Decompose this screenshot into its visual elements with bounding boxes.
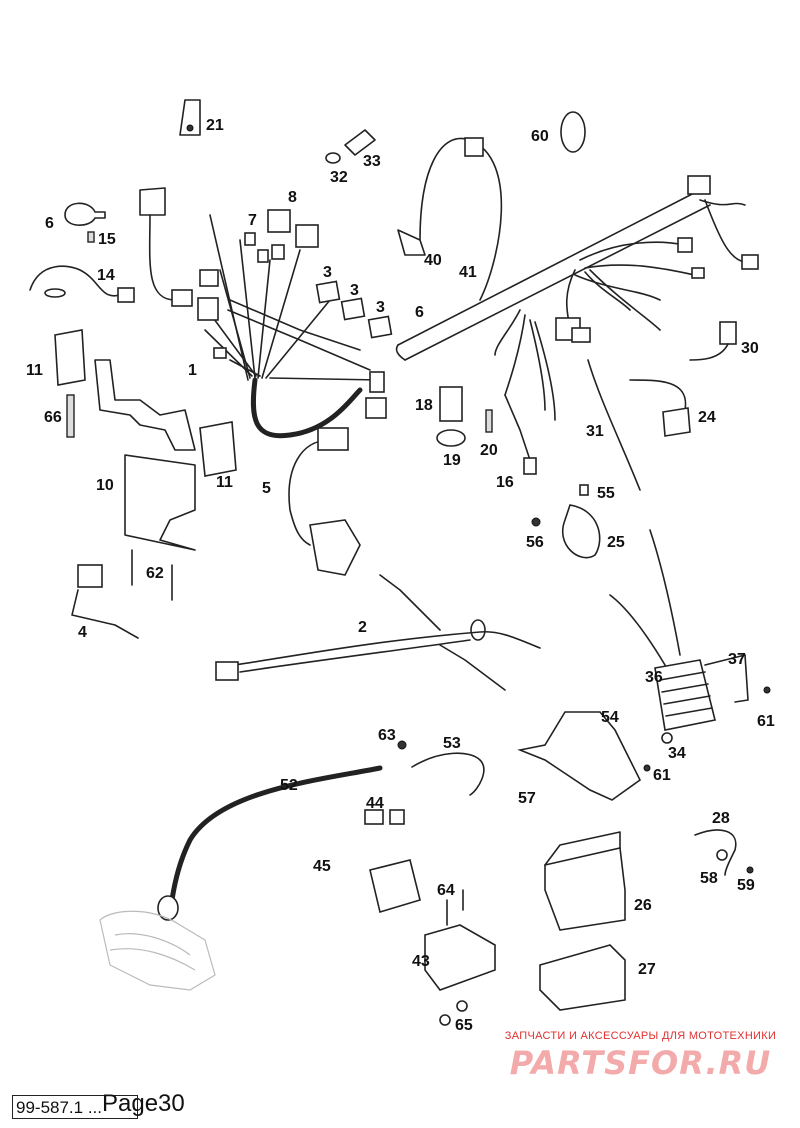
starter-group — [99, 740, 496, 1026]
callout-54: 54 — [601, 709, 619, 726]
callout-3a: 3 — [323, 264, 332, 281]
callout-18: 18 — [415, 397, 433, 414]
watermark: ЗАПЧАСТИ И АКСЕССУАРЫ ДЛЯ МОТОТЕХНИКИ PA… — [488, 1030, 793, 1082]
callout-3b: 3 — [350, 282, 359, 299]
callout-6b: 6 — [415, 304, 424, 321]
callout-32: 32 — [330, 169, 348, 186]
watermark-caption: ЗАПЧАСТИ И АКСЕССУАРЫ ДЛЯ МОТОТЕХНИКИ — [504, 1030, 777, 1042]
callout-60: 60 — [531, 128, 549, 145]
callout-10: 10 — [96, 477, 114, 494]
callout-11a: 11 — [26, 362, 43, 379]
callout-28: 28 — [712, 810, 730, 827]
callout-7: 7 — [248, 212, 257, 229]
callout-31: 31 — [586, 423, 604, 440]
callout-8: 8 — [288, 189, 297, 206]
callout-1: 1 — [188, 362, 197, 379]
main-wiring-harness — [197, 214, 387, 439]
callout-37: 37 — [728, 651, 746, 668]
callout-3c: 3 — [376, 299, 385, 316]
small-parts — [29, 99, 737, 691]
callout-24: 24 — [698, 409, 716, 426]
callout-57: 57 — [518, 790, 536, 807]
callout-labels: 1 2 3 3 3 4 5 6 6 7 8 10 11 11 14 15 16 … — [26, 117, 775, 1034]
callout-19: 19 — [443, 452, 461, 469]
callout-61b: 61 — [653, 767, 671, 784]
callout-52: 52 — [280, 777, 298, 794]
callout-34: 34 — [668, 745, 686, 762]
callout-43: 43 — [412, 953, 430, 970]
callout-14: 14 — [97, 267, 115, 284]
page-label: Page30 — [102, 1090, 185, 1117]
callout-5: 5 — [262, 480, 271, 497]
callout-53: 53 — [443, 735, 461, 752]
callout-45: 45 — [313, 858, 331, 875]
callout-58: 58 — [700, 870, 718, 887]
callout-20: 20 — [480, 442, 498, 459]
callout-26: 26 — [634, 897, 652, 914]
watermark-logo: PARTSFOR.RU — [509, 1044, 772, 1082]
callout-15: 15 — [98, 231, 116, 248]
callout-2: 2 — [358, 619, 367, 636]
callout-44: 44 — [366, 795, 384, 812]
document-code: 99-587.1 ... — [12, 1095, 138, 1119]
callout-40: 40 — [424, 252, 442, 269]
callout-61a: 61 — [757, 713, 775, 730]
callout-25: 25 — [607, 534, 625, 551]
callout-16: 16 — [496, 474, 514, 491]
callout-64: 64 — [437, 882, 455, 899]
callout-55: 55 — [597, 485, 615, 502]
callout-59: 59 — [737, 877, 755, 894]
regulator-battery-group — [517, 529, 771, 1011]
callout-63: 63 — [378, 727, 396, 744]
callout-4: 4 — [78, 624, 87, 641]
callout-30: 30 — [741, 340, 759, 357]
callout-66: 66 — [44, 409, 62, 426]
callout-11b: 11 — [216, 474, 233, 491]
front-wiring-harness — [395, 137, 759, 475]
callout-6a: 6 — [45, 215, 54, 232]
callout-65: 65 — [455, 1017, 473, 1034]
callout-62: 62 — [146, 565, 164, 582]
callout-27: 27 — [638, 961, 656, 978]
callout-21: 21 — [206, 117, 224, 134]
callout-56: 56 — [526, 534, 544, 551]
callout-33: 33 — [363, 153, 381, 170]
callout-36: 36 — [645, 669, 663, 686]
callout-41: 41 — [459, 264, 477, 281]
